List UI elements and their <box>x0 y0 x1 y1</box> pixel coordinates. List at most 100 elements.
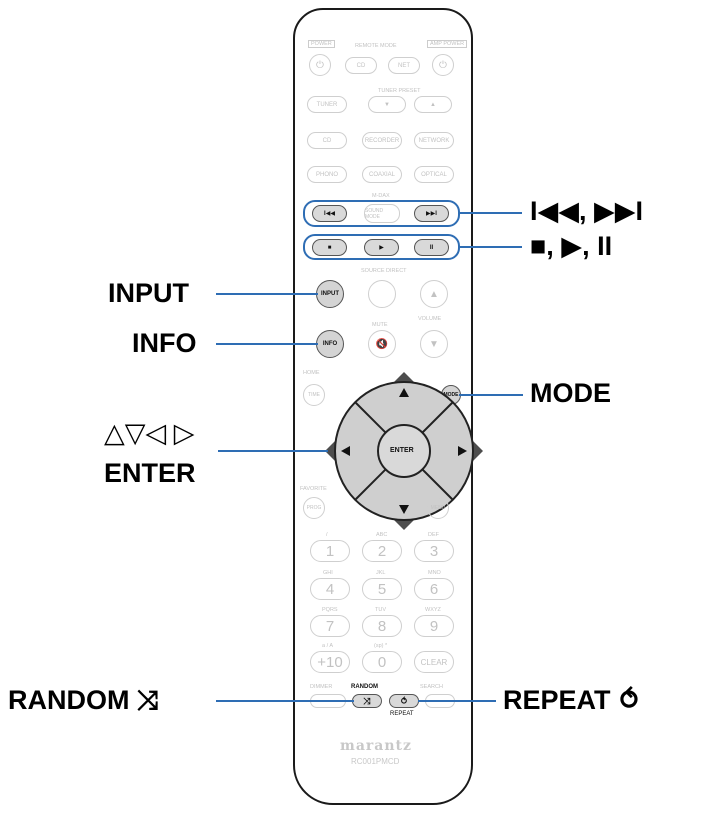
network-button[interactable]: NETWORK <box>414 132 454 149</box>
key-10-sub: a / A <box>322 643 334 649</box>
amp-power-button[interactable]: ⏻ <box>432 54 454 76</box>
cursor-callout: △▽◁ ▷ <box>104 418 195 448</box>
optical-button[interactable]: OPTICAL <box>414 166 454 183</box>
key-2[interactable]: 2 <box>362 540 402 562</box>
key-4-sub: GHI <box>323 570 333 576</box>
power-button[interactable]: ⏻ <box>309 54 331 76</box>
info-callout: INFO <box>132 328 197 358</box>
skip-back-button[interactable]: I◀◀ <box>312 205 347 222</box>
random-label: RANDOM <box>351 684 378 690</box>
stop-button[interactable]: ■ <box>312 239 347 256</box>
prog-button[interactable]: PROG <box>303 497 325 519</box>
source-direct-label: SOURCE DIRECT <box>361 268 407 274</box>
model-label: RC001PMCD <box>351 757 400 766</box>
play-button[interactable]: ▶ <box>364 239 399 256</box>
skip-callout: I◀◀, ▶▶I <box>530 196 644 226</box>
key-3-sub: DEF <box>428 532 439 538</box>
key-5[interactable]: 5 <box>362 578 402 600</box>
repeat-label: REPEAT <box>390 711 414 717</box>
key-5-sub: JKL <box>376 570 386 576</box>
mode-callout: MODE <box>530 378 611 408</box>
random-callout: RANDOM ⤨ <box>8 685 159 717</box>
key-1[interactable]: 1 <box>310 540 350 562</box>
info-button[interactable]: INFO <box>316 330 344 358</box>
mute-button[interactable]: 🔇 <box>368 330 396 358</box>
net-mode-button[interactable]: NET <box>388 57 420 74</box>
key-9-sub: WXYZ <box>425 607 441 613</box>
key-7-label: 7 <box>325 617 335 635</box>
sound-mode-button[interactable]: SOUND MODE <box>364 204 400 223</box>
key-plus10[interactable]: +10 <box>310 651 350 673</box>
cd-mode-button[interactable]: CD <box>345 57 377 74</box>
transport-highlight <box>303 234 460 260</box>
enter-button-label: ENTER <box>390 447 414 454</box>
key-3-label: 3 <box>429 542 439 560</box>
key-9-label: 9 <box>429 617 439 635</box>
tuner-button[interactable]: TUNER <box>307 96 347 113</box>
source-direct-button[interactable] <box>368 280 396 308</box>
preset-up-button[interactable]: ▲ <box>414 96 452 113</box>
skip-forward-button[interactable]: ▶▶I <box>414 205 449 222</box>
home-label: HOME <box>303 370 320 376</box>
transport-callout: ■, ▶, II <box>530 231 613 261</box>
key-8-sub: TUV <box>375 607 386 613</box>
key-0-sub: (sp) * <box>374 643 388 649</box>
volume-up-button[interactable]: ▲ <box>420 280 448 308</box>
clear-button[interactable]: CLEAR <box>414 651 454 673</box>
skip-callout-line <box>460 212 522 214</box>
cursor-callout-line <box>218 450 328 452</box>
menu-button[interactable]: MENU <box>427 497 449 519</box>
remote-mode-label: REMOTE MODE <box>355 43 397 49</box>
key-2-sub: ABC <box>376 532 388 538</box>
input-button[interactable]: INPUT <box>316 280 344 308</box>
pause-button[interactable]: II <box>414 239 449 256</box>
amp-power-label: AMP POWER <box>427 40 468 48</box>
search-label: SEARCH <box>420 684 443 690</box>
key-8[interactable]: 8 <box>362 615 402 637</box>
favorite-label: FAVORITE <box>300 486 327 492</box>
key-4[interactable]: 4 <box>310 578 350 600</box>
key-5-label: 5 <box>377 580 387 598</box>
mdax-label: M-DAX <box>372 193 390 199</box>
key-3[interactable]: 3 <box>414 540 454 562</box>
key-4-label: 4 <box>325 580 335 598</box>
volume-down-button[interactable]: ▼ <box>420 330 448 358</box>
power-label: POWER <box>308 40 335 48</box>
time-button[interactable]: TIME <box>303 384 325 406</box>
tuner-preset-label: TUNER PRESET <box>378 88 421 94</box>
transport-callout-line <box>460 246 522 248</box>
phono-button[interactable]: PHONO <box>307 166 347 183</box>
key-0[interactable]: 0 <box>362 651 402 673</box>
cd-source-button[interactable]: CD <box>307 132 347 149</box>
input-callout-line <box>216 293 318 295</box>
input-callout: INPUT <box>108 278 189 308</box>
volume-label: VOLUME <box>418 316 442 322</box>
key-9[interactable]: 9 <box>414 615 454 637</box>
key-1-label: 1 <box>325 542 335 560</box>
enter-callout: ENTER <box>104 458 196 488</box>
random-button[interactable]: ⤨ <box>352 694 382 708</box>
key-1-sub: / <box>326 532 328 538</box>
random-callout-text: RANDOM <box>8 685 130 715</box>
preset-down-button[interactable]: ▼ <box>368 96 406 113</box>
key-6-label: 6 <box>429 580 439 598</box>
repeat-button[interactable]: ⥀ <box>389 694 419 708</box>
key-2-label: 2 <box>377 542 387 560</box>
coaxial-button[interactable]: COAXIAL <box>362 166 402 183</box>
key-6[interactable]: 6 <box>414 578 454 600</box>
mute-label: MUTE <box>372 322 388 328</box>
key-plus10-label: +10 <box>317 653 343 671</box>
key-7[interactable]: 7 <box>310 615 350 637</box>
mode-callout-line <box>459 394 523 396</box>
repeat-callout-line <box>418 700 496 702</box>
key-0-label: 0 <box>377 653 387 671</box>
repeat-callout-text: REPEAT <box>503 685 611 715</box>
key-7-sub: PQRS <box>322 607 338 613</box>
cursor-pad[interactable] <box>325 372 483 530</box>
recorder-button[interactable]: RECORDER <box>362 132 402 149</box>
skip-highlight <box>303 200 460 227</box>
repeat-icon: ⥀ <box>618 685 641 715</box>
info-callout-line <box>216 343 318 345</box>
dimmer-label: DIMMER <box>310 684 333 690</box>
key-8-label: 8 <box>377 617 387 635</box>
